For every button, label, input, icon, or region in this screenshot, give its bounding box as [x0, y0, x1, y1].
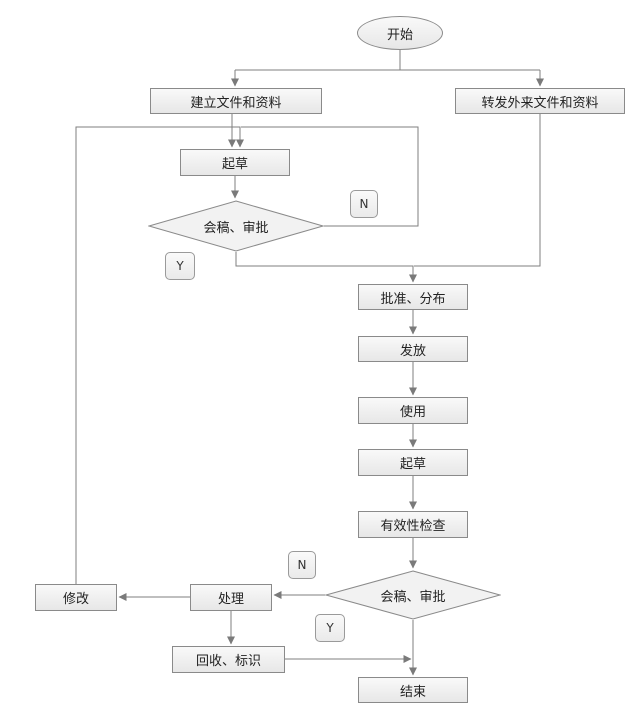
node-review-2: 会稿、审批 [325, 570, 501, 620]
node-create-docs-label: 建立文件和资料 [190, 95, 282, 111]
decision-label-n1-text: N [359, 197, 369, 211]
node-use: 使用 [358, 397, 468, 424]
decision-label-y2: Y [315, 614, 345, 642]
node-modify: 修改 [35, 584, 117, 611]
decision-label-n2-text: N [297, 558, 307, 572]
node-review-1: 会稿、审批 [148, 200, 324, 252]
node-issue-label: 发放 [399, 343, 426, 359]
node-recycle-mark: 回收、标识 [172, 646, 285, 673]
node-handle: 处理 [190, 584, 272, 611]
node-draft-1: 起草 [180, 149, 290, 176]
node-issue: 发放 [358, 336, 468, 362]
node-forward-docs-label: 转发外来文件和资料 [481, 95, 599, 111]
node-forward-docs: 转发外来文件和资料 [455, 88, 625, 114]
node-modify-label: 修改 [62, 592, 89, 607]
diamond-shape [325, 570, 501, 620]
node-draft-2-label: 起草 [399, 457, 426, 472]
node-approve-distribute-label: 批准、分布 [380, 291, 446, 307]
node-handle-label: 处理 [217, 592, 244, 607]
node-use-label: 使用 [399, 405, 426, 420]
node-end: 结束 [358, 677, 468, 703]
decision-label-y1-text: Y [176, 259, 184, 273]
node-recycle-mark-label: 回收、标识 [195, 654, 261, 669]
node-create-docs: 建立文件和资料 [150, 88, 322, 114]
node-approve-distribute: 批准、分布 [358, 284, 468, 310]
node-validity-check-label: 有效性检查 [380, 519, 446, 534]
decision-label-n2: N [288, 551, 316, 579]
node-review-1-label: 会稿、审批 [203, 220, 269, 236]
node-review-2-label: 会稿、审批 [380, 589, 446, 605]
decision-label-y1: Y [165, 252, 195, 280]
node-end-label: 结束 [399, 684, 426, 700]
decision-label-n1: N [350, 190, 378, 218]
node-start-label: 开始 [386, 27, 413, 43]
node-validity-check: 有效性检查 [358, 511, 468, 538]
node-start: 开始 [357, 16, 443, 50]
decision-label-y2-text: Y [326, 621, 334, 635]
node-draft-1-label: 起草 [221, 157, 248, 172]
node-draft-2: 起草 [358, 449, 468, 476]
diamond-shape [148, 200, 324, 252]
